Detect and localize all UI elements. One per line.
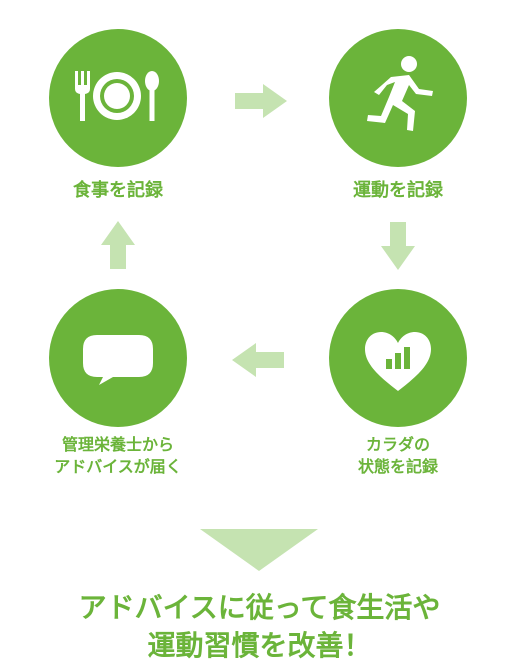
result-text-line1: アドバイスに従って食生活や [78, 591, 441, 624]
result-arrow-icon [200, 529, 318, 571]
meal-step-label: 食事を記録 [73, 180, 163, 201]
speech-bubble-icon [83, 335, 153, 385]
result-text-line2: 運動習慣を改善！ [147, 629, 372, 662]
exercise-step-circle [329, 29, 467, 167]
plate-fork-spoon-icon [75, 71, 159, 121]
arrow-down-icon [381, 222, 415, 270]
exercise-step-label: 運動を記録 [353, 180, 443, 201]
arrow-right-icon [235, 84, 287, 118]
body-step-label-line1: カラダの [365, 435, 430, 454]
running-person-icon [367, 56, 433, 131]
body-step-label-line2: 状態を記録 [357, 457, 438, 476]
meal-step-circle [49, 29, 187, 167]
advice-step-circle [49, 289, 187, 427]
arrow-up-icon [101, 221, 135, 269]
advice-step-label-line2: アドバイスが届く [54, 457, 182, 476]
body-step-circle [329, 289, 467, 427]
arrow-left-icon [232, 343, 284, 377]
advice-step-label-line1: 管理栄養士から [61, 435, 174, 454]
heart-chart-icon [365, 332, 431, 391]
